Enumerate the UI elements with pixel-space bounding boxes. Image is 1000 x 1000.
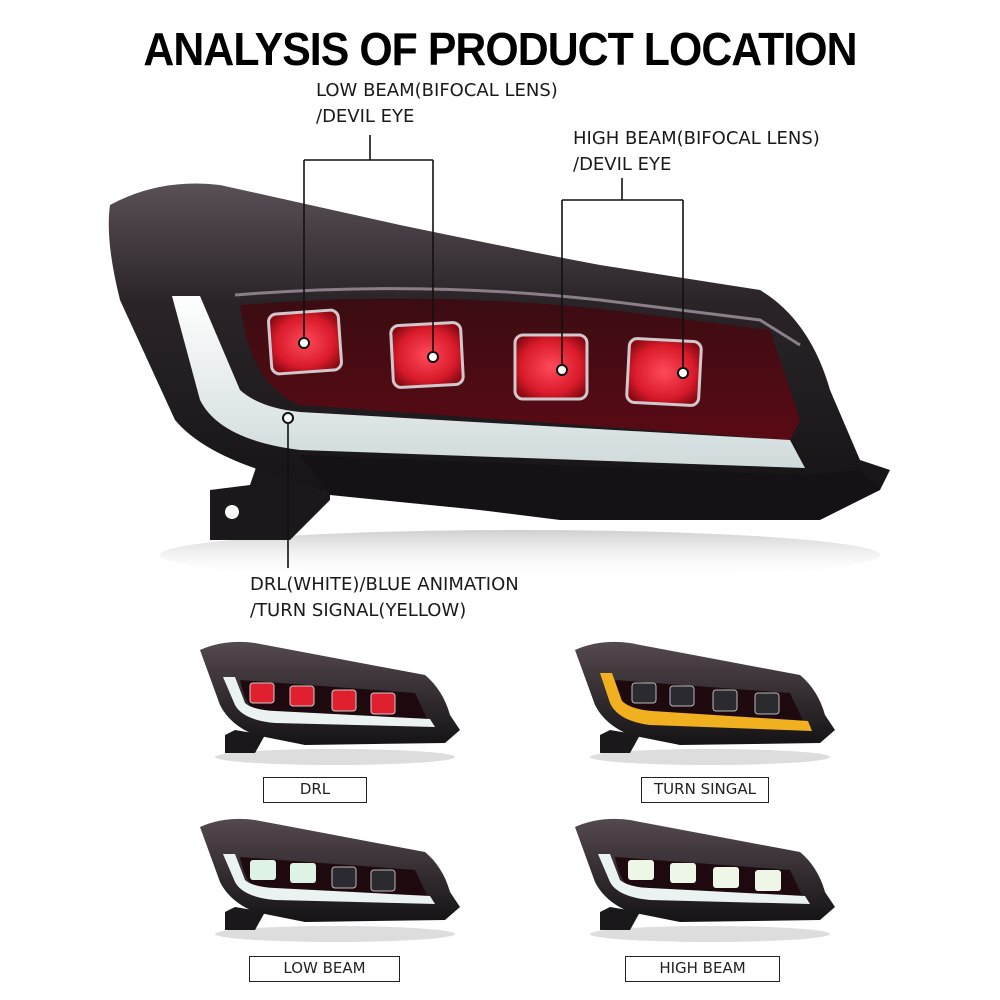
callout-high-beam: HIGH BEAM(BIFOCAL LENS) /DEVIL EYE — [573, 126, 820, 178]
lens-group — [267, 308, 703, 407]
callout-lines-low-beam — [303, 135, 434, 357]
caption-low-beam: LOW BEAM — [249, 956, 400, 982]
thumb-turn-signal — [575, 641, 835, 765]
caption-drl: DRL — [263, 777, 367, 803]
callout-drl: DRL(WHITE)/BLUE ANIMATION /TURN SIGNAL(Y… — [250, 572, 519, 624]
callout-high-beam-line2: /DEVIL EYE — [573, 154, 672, 175]
page-title: ANALYSIS OF PRODUCT LOCATION — [143, 23, 857, 75]
callout-low-beam-line1: LOW BEAM(BIFOCAL LENS) — [316, 80, 558, 101]
callout-high-beam-line1: HIGH BEAM(BIFOCAL LENS) — [573, 128, 820, 149]
thumb-drl — [200, 641, 460, 765]
callout-low-beam-line2: /DEVIL EYE — [316, 106, 415, 127]
thumb-low-beam — [200, 818, 460, 942]
thumb-high-beam — [575, 818, 835, 942]
callout-low-beam: LOW BEAM(BIFOCAL LENS) /DEVIL EYE — [316, 78, 558, 130]
callout-lines-high-beam — [561, 178, 684, 373]
caption-high-beam: HIGH BEAM — [625, 956, 780, 982]
caption-turn-signal: TURN SINGAL — [641, 777, 769, 803]
callout-drl-line2: /TURN SIGNAL(YELLOW) — [250, 600, 467, 621]
